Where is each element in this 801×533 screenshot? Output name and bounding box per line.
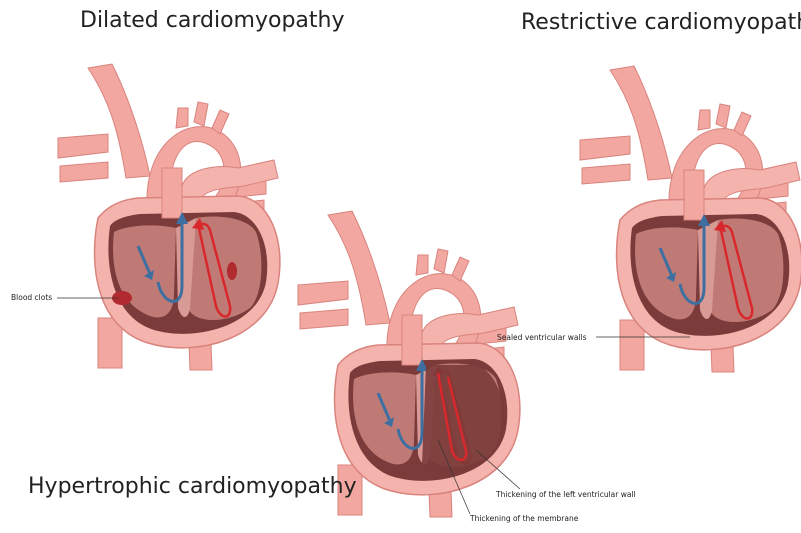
label-membrane: Thickening of the membrane: [470, 514, 578, 523]
label-lv-wall: Thickening of the left ventricular wall: [496, 490, 636, 499]
restrictive-heart-illustration: [580, 66, 801, 372]
label-sealed-walls: Sealed ventricular walls: [497, 333, 587, 342]
title-restrictive: Restrictive cardiomyopathy: [521, 10, 801, 35]
title-dilated: Dilated cardiomyopathy: [80, 8, 344, 33]
dilated-heart-illustration: [58, 64, 280, 370]
blood-clot-right: [227, 262, 237, 280]
title-hypertrophic: Hypertrophic cardiomyopathy: [28, 474, 357, 499]
hypertrophic-heart-illustration: [298, 211, 520, 517]
label-blood-clots: Blood clots: [11, 293, 52, 302]
